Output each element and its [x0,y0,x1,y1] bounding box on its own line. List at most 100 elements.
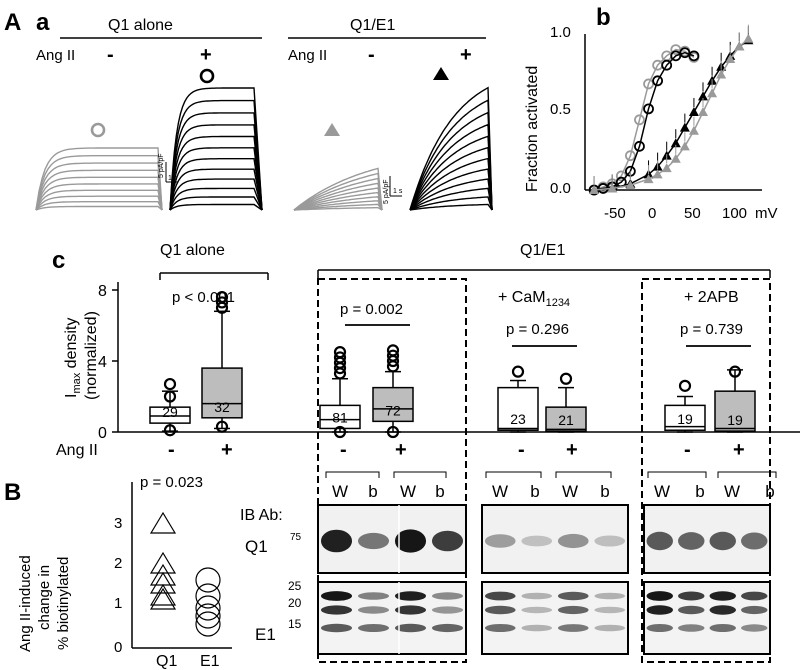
band [320,605,353,615]
lane-W: W [492,482,508,501]
lane-b: b [368,482,377,501]
mw-15: 15 [288,617,302,631]
c-ytick-4: 4 [98,354,107,371]
lane-bracket [325,471,380,478]
current-trace [35,183,163,211]
data-point [716,69,727,79]
c-ytick-8: 8 [98,283,107,300]
blot-q1-label: Q1 [245,537,268,556]
a-q1-plus: + [200,44,212,66]
c-minus-1: - [168,439,175,461]
filled-triangle-symbol [433,67,449,80]
a-q1-title: Q1 alone [108,17,173,34]
outlier [333,425,347,439]
b-xtick-50: 50 [684,205,701,222]
western-blots [317,504,771,655]
scale-time-label: 1 s [168,175,178,182]
current-trace [293,191,383,211]
current-trace [293,203,383,211]
band [431,623,464,633]
outlier [511,365,525,378]
mw-25: 25 [288,579,302,593]
b-ylabel: Fraction activated [524,66,541,192]
b-xunit: mV [755,205,778,222]
lane-W: W [332,482,348,501]
n-label: 23 [510,411,526,427]
lane-bracket [485,471,542,478]
B-ytick-3: 3 [114,515,122,532]
outlier [559,372,573,385]
current-trace [293,200,383,211]
q1-control-traces [35,147,163,211]
current-trace [169,112,263,211]
data-point [679,47,691,59]
current-trace [409,123,493,211]
lane-brackets [325,471,777,478]
c-plus-2: + [395,439,407,461]
c-minus-2: - [340,439,347,461]
scale-time-label-2: 1 s [393,188,403,195]
dashed-box-e1 [317,278,467,663]
band [709,531,736,551]
current-trace [409,111,493,211]
c-plus-1: + [221,439,233,461]
data-point [589,185,600,194]
outlier [386,349,400,362]
lane-b: b [695,482,704,501]
band [394,605,427,615]
current-trace [169,158,263,211]
a-e1-angii: Ang II [288,47,327,64]
lane-bracket [393,471,447,478]
box [372,386,414,423]
data-point [679,122,690,132]
scale-current-label-2: 5 pA/pF [383,179,390,204]
data-point [625,180,636,190]
e1-marker [195,583,221,609]
outlier [163,390,177,403]
data-point [688,50,700,62]
fit-curve [593,48,695,191]
data-point [698,107,708,116]
data-point [670,50,682,62]
band [678,605,705,615]
current-trace [169,203,263,211]
band [521,624,553,632]
data-point [661,59,673,71]
band [394,529,427,553]
b-xtick-0: 0 [648,205,656,222]
mw-20: 20 [288,596,302,610]
band [484,605,516,615]
c-plus-4: + [733,439,745,461]
current-trace [409,168,493,211]
p-cam: p = 0.296 [506,321,569,338]
outlier [215,420,229,433]
band [357,606,390,614]
band [431,530,464,552]
current-trace [293,187,383,211]
gray-circle-symbol [90,122,106,138]
band [431,606,464,614]
data-point [670,138,681,148]
band [646,591,673,601]
band [594,535,626,547]
band [320,591,353,601]
current-trace [409,178,493,211]
q1-angii-traces [169,87,263,211]
B-ytick-1: 1 [114,595,122,612]
c-minus-4: - [684,439,691,461]
a-e1-minus: - [368,44,375,66]
lane-bracket [647,471,707,478]
n-label: 19 [727,412,743,428]
lane-bracket [717,471,777,478]
current-trace [293,182,383,211]
B-ytick-2: 2 [114,555,122,572]
panel-label-c: c [52,247,65,274]
lane-W: W [654,482,670,501]
band [484,534,516,548]
b-plot-marks [588,24,754,196]
c-angii: Ang II [56,442,98,459]
blot-e1-label: E1 [255,625,276,644]
e1-marker [195,595,221,621]
data-point [643,174,654,184]
